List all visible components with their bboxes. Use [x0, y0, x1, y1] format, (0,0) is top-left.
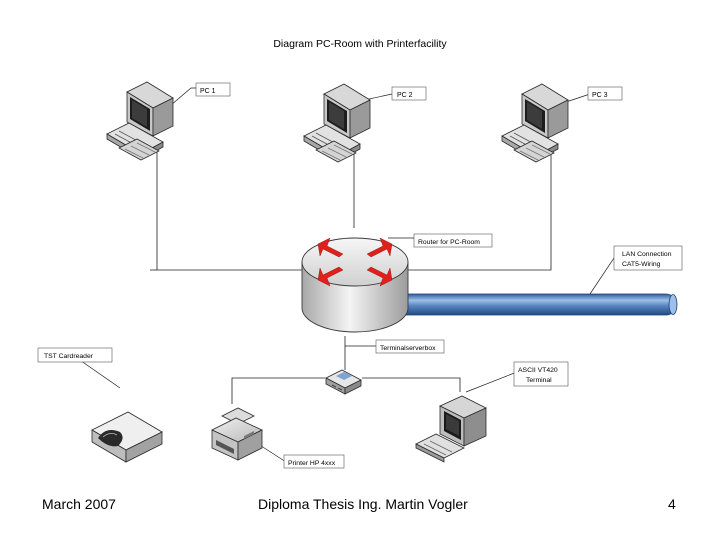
terminal-server-label-box: Terminalserverbox	[375, 339, 445, 354]
router-label: Router for PC-Room	[418, 239, 480, 246]
pc-2-label-box: PC 2	[391, 86, 427, 101]
pc-3-icon	[501, 83, 569, 163]
ascii-terminal-label-line-2: Terminal	[526, 377, 552, 384]
pc-1-label: PC 1	[200, 88, 216, 95]
printer-label: Printer HP 4xxx	[288, 460, 336, 467]
pc-1-icon	[106, 81, 174, 161]
lan-label-line-1: LAN Connection	[622, 251, 672, 258]
diagram-title: Diagram PC-Room with Printerfacility	[273, 38, 447, 50]
router-icon	[301, 237, 409, 333]
footer-page-number: 4	[668, 496, 676, 512]
printer-label-box: Printer HP 4xxx	[283, 454, 345, 469]
lan-label-line-2: CAT5-Wiring	[622, 261, 661, 268]
pc-1-label-box: PC 1	[195, 82, 231, 97]
card-reader-icon	[91, 411, 163, 463]
router-label-box: Router for PC-Room	[413, 233, 493, 248]
terminal-server-label: Terminalserverbox	[380, 345, 436, 352]
terminal-server-icon	[325, 369, 362, 395]
cardreader-label: TST Cardreader	[44, 353, 94, 360]
lan-cable	[369, 293, 678, 316]
pc-2-label: PC 2	[397, 92, 413, 99]
pc-2-icon	[303, 83, 371, 163]
printer-icon	[211, 407, 263, 461]
ascii-terminal-label-box: ASCII VT420 Terminal	[513, 361, 569, 387]
cardreader-label-box: TST Cardreader	[37, 347, 113, 363]
lan-label-box: LAN Connection CAT5-Wiring	[613, 245, 683, 271]
footer-author: Diploma Thesis Ing. Martin Vogler	[258, 496, 468, 512]
crt-terminal-icon	[415, 395, 487, 463]
footer-date: March 2007	[42, 496, 116, 512]
pc-3-label-box: PC 3	[587, 86, 623, 101]
ascii-terminal-label-line-1: ASCII VT420	[518, 367, 558, 374]
network-wiring	[150, 148, 552, 404]
pc-3-label: PC 3	[592, 92, 608, 99]
